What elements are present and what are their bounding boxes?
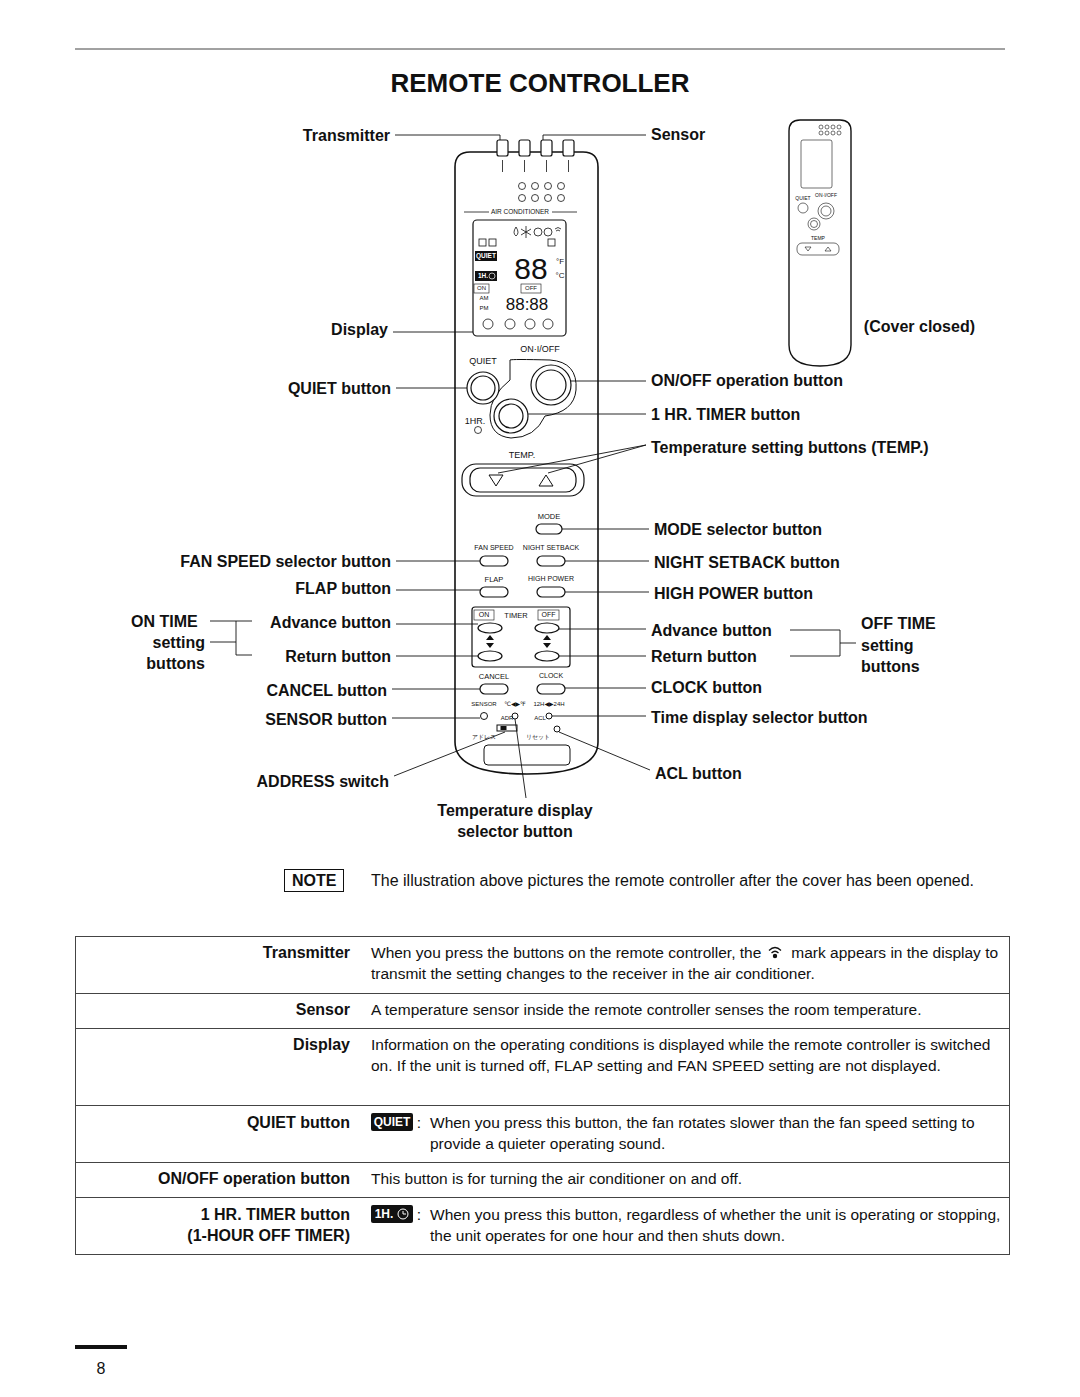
remote-marking: ON xyxy=(479,611,490,619)
remote-marking: FLAP xyxy=(485,575,504,584)
table-heading: (1-HOUR OFF TIMER) xyxy=(187,1225,350,1246)
callout-label: SENSOR button xyxy=(265,709,387,730)
remote-marking: QUIET xyxy=(476,252,496,260)
remote-marking: アドレス xyxy=(472,734,496,741)
table-heading: Transmitter xyxy=(263,942,350,963)
remote-marking: OFF xyxy=(525,285,537,292)
callout-label: Advance button xyxy=(270,612,391,633)
table-text: When you press the buttons on the remote… xyxy=(371,942,761,963)
callout-label: Temperature display selector button xyxy=(417,800,613,842)
callout-label: ACL button xyxy=(655,763,742,784)
callout-label: QUIET button xyxy=(288,378,391,399)
remote-marking: SENSOR xyxy=(471,701,496,708)
remote-marking: TIMER xyxy=(504,611,527,620)
remote-marking: AIR CONDITIONER xyxy=(491,208,549,216)
remote-marking: TEMP. xyxy=(509,450,535,461)
page-number: 8 xyxy=(97,1358,106,1379)
callout-label: Return button xyxy=(285,646,391,667)
remote-marking: 1H. xyxy=(478,272,488,280)
note-heading: NOTE xyxy=(292,871,336,890)
table-heading: 1 HR. TIMER button xyxy=(201,1204,350,1225)
callout-label: CANCEL button xyxy=(266,680,387,701)
remote-marking: TEMP xyxy=(811,235,825,241)
callout-label: NIGHT SETBACK button xyxy=(654,552,840,573)
table-heading: QUIET button xyxy=(247,1112,350,1133)
table-text: mark appears in the display to transmit … xyxy=(371,942,1007,984)
remote-marking: CLOCK xyxy=(539,672,563,680)
icon-text: QUIET xyxy=(374,1115,411,1129)
remote-marking: ON·I/OFF xyxy=(815,192,837,198)
callout-label: CLOCK button xyxy=(651,677,762,698)
page-title: REMOTE CONTROLLER xyxy=(0,66,1080,100)
table-text: : xyxy=(417,1112,421,1133)
remote-marking: 12H◀▶24H xyxy=(533,701,564,708)
table-text: When you press this button, regardless o… xyxy=(430,1204,1008,1246)
table-text: This button is for turning the air condi… xyxy=(371,1168,1007,1189)
remote-marking: ADR xyxy=(501,715,514,722)
remote-marking: MODE xyxy=(538,512,561,521)
remote-marking: NIGHT SETBACK xyxy=(523,544,579,552)
remote-marking: HIGH POWER xyxy=(528,575,574,583)
callout-label: ADDRESS switch xyxy=(257,771,389,792)
callout-label: setting xyxy=(861,635,913,656)
table-heading: Display xyxy=(293,1034,350,1055)
table-text: When you press this button, the fan rota… xyxy=(430,1112,1008,1154)
icon-text: 1H. xyxy=(375,1207,394,1221)
table-heading: Sensor xyxy=(296,999,350,1020)
remote-marking: ON·I/OFF xyxy=(520,344,560,355)
remote-marking: °F xyxy=(556,257,564,267)
remote-marking: °C xyxy=(556,271,565,281)
callout-label: HIGH POWER button xyxy=(654,583,813,604)
remote-marking: 88:88 xyxy=(506,294,549,315)
callout-label: buttons xyxy=(146,653,205,674)
remote-marking: ON xyxy=(477,285,486,292)
callout-label: Temperature setting buttons (TEMP.) xyxy=(651,437,929,458)
callout-label: Advance button xyxy=(651,620,772,641)
callout-label: Return button xyxy=(651,646,757,667)
remote-marking: QUIET xyxy=(469,356,497,367)
callout-label: 1 HR. TIMER button xyxy=(651,404,800,425)
table-text: A temperature sensor inside the remote c… xyxy=(371,999,1007,1020)
remote-marking: リセット xyxy=(526,734,550,741)
remote-marking: QUIET xyxy=(795,195,810,201)
callout-label: (Cover closed) xyxy=(864,316,975,337)
remote-marking: PM xyxy=(480,305,489,312)
table-heading: ON/OFF operation button xyxy=(158,1168,350,1189)
callout-label: ON/OFF operation button xyxy=(651,370,843,391)
callout-label: FLAP button xyxy=(295,578,391,599)
remote-marking: OFF xyxy=(542,611,556,619)
callout-label: Display xyxy=(331,319,388,340)
transmit-mark xyxy=(767,944,783,960)
callout-label: Sensor xyxy=(651,124,705,145)
remote-marking: AM xyxy=(480,295,489,302)
callout-label: MODE selector button xyxy=(654,519,822,540)
callout-label: buttons xyxy=(861,656,920,677)
table-text: : xyxy=(417,1204,421,1225)
callout-label: Transmitter xyxy=(303,125,390,146)
remote-marking: 1HR. xyxy=(465,416,486,427)
callout-label: ON TIME xyxy=(131,611,198,632)
callout-label: FAN SPEED selector button xyxy=(180,551,391,572)
note-box: NOTE xyxy=(284,869,344,892)
callout-label: Time display selector button xyxy=(651,707,868,728)
remote-marking: CANCEL xyxy=(479,672,509,681)
remote-marking: ACL xyxy=(534,715,546,722)
callout-label: OFF TIME xyxy=(861,613,936,634)
remote-marking: 88 xyxy=(514,258,547,279)
callout-label: setting xyxy=(153,632,205,653)
remote-marking: FAN SPEED xyxy=(474,544,513,552)
table-text: Information on the operating conditions … xyxy=(371,1034,1007,1076)
note-text: The illustration above pictures the remo… xyxy=(371,870,1001,891)
remote-marking: ℃◀▶℉ xyxy=(504,701,526,708)
